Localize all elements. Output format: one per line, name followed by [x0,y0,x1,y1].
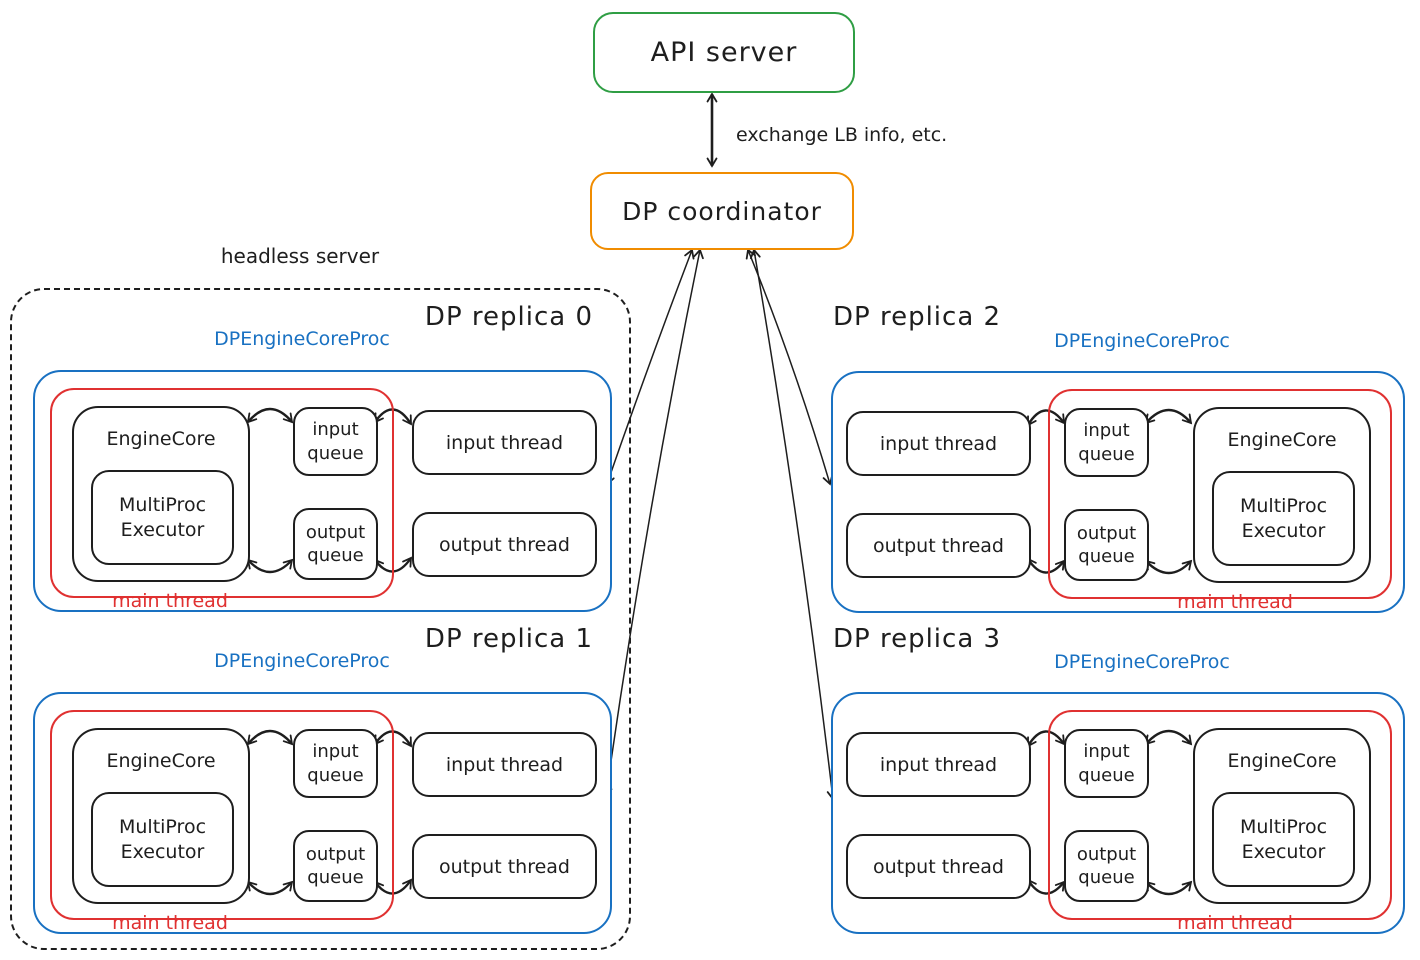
engine-core-label: EngineCore [1227,750,1337,772]
input-thread-label: input thread [445,431,564,454]
output-queue-box: output queue [1064,509,1149,581]
main-thread-box [1048,710,1392,920]
input-thread-label: input thread [879,432,998,455]
main-thread-label: main thread [1177,912,1293,934]
multiproc-executor-box: MultiProc Executor [91,470,234,565]
output-queue-label: output queue [1076,843,1137,888]
input-queue-box: input queue [293,407,378,476]
input-thread-box: input thread [846,411,1031,476]
input-queue-label: input queue [1078,741,1135,786]
input-thread-label: input thread [445,753,564,776]
replica-3-proc-label: DPEngineCoreProc [1054,651,1230,673]
input-queue-label: input queue [1078,420,1135,465]
input-queue-box: input queue [1064,729,1149,798]
main-thread-label: main thread [112,590,228,612]
replica-2-proc-box: EngineCore MultiProc Executor input queu… [831,371,1405,613]
output-thread-label: output thread [873,534,1004,557]
replica-3-proc-box: EngineCore MultiProc Executor input queu… [831,692,1405,934]
replica-1-proc-box: EngineCore MultiProc Executor input queu… [33,692,612,934]
replica-2-title: DP replica 2 [833,302,1002,332]
engine-core-box: EngineCore MultiProc Executor [1193,407,1371,583]
multiproc-executor-label: MultiProc Executor [1239,815,1328,863]
dp-coordinator-label: DP coordinator [622,196,822,226]
api-server-label: API server [650,37,798,68]
input-thread-box: input thread [412,732,597,797]
exchange-info-label: exchange LB info, etc. [736,124,948,146]
input-queue-label: input queue [307,741,364,786]
main-thread-label: main thread [1177,591,1293,613]
main-thread-box [50,710,394,920]
output-thread-label: output thread [439,855,570,878]
api-server-box: API server [593,12,855,93]
output-queue-label: output queue [305,843,366,888]
output-thread-box: output thread [846,834,1031,899]
main-thread-box [50,388,394,598]
coordinator-replica-2-arrow [745,248,834,486]
replica-0-proc-label: DPEngineCoreProc [214,328,390,350]
engine-core-box: EngineCore MultiProc Executor [72,728,250,904]
main-thread-box [1048,389,1392,599]
replica-0-title: DP replica 0 [424,302,593,332]
engine-core-label: EngineCore [106,750,216,772]
engine-core-box: EngineCore MultiProc Executor [1193,728,1371,904]
multiproc-executor-box: MultiProc Executor [1212,792,1355,887]
input-thread-box: input thread [846,732,1031,797]
multiproc-executor-box: MultiProc Executor [1212,471,1355,566]
input-thread-box: input thread [412,410,597,475]
engine-core-label: EngineCore [106,428,216,450]
engine-core-box: EngineCore MultiProc Executor [72,406,250,582]
multiproc-executor-label: MultiProc Executor [1239,494,1328,542]
replica-1-proc-label: DPEngineCoreProc [214,650,390,672]
output-thread-label: output thread [439,533,570,556]
output-thread-box: output thread [412,512,597,577]
output-queue-label: output queue [305,521,366,566]
multiproc-executor-label: MultiProc Executor [118,815,207,863]
output-thread-label: output thread [873,855,1004,878]
input-queue-box: input queue [1064,408,1149,477]
output-queue-box: output queue [293,830,378,902]
multiproc-executor-label: MultiProc Executor [118,493,207,541]
multiproc-executor-box: MultiProc Executor [91,792,234,887]
output-thread-box: output thread [412,834,597,899]
input-queue-box: input queue [293,729,378,798]
headless-server-label: headless server [220,244,380,268]
replica-3-title: DP replica 3 [833,624,1002,654]
replica-0-proc-box: EngineCore MultiProc Executor input queu… [33,370,612,612]
output-queue-box: output queue [1064,830,1149,902]
headless-server-box [10,288,631,950]
coordinator-replica-3-arrow [749,248,838,801]
replica-1-title: DP replica 1 [424,624,593,654]
input-thread-label: input thread [879,753,998,776]
input-queue-label: input queue [307,419,364,464]
replica-2-proc-label: DPEngineCoreProc [1054,330,1230,352]
engine-core-label: EngineCore [1227,429,1337,451]
output-queue-box: output queue [293,508,378,580]
output-thread-box: output thread [846,513,1031,578]
dp-coordinator-box: DP coordinator [590,172,854,250]
main-thread-label: main thread [112,912,228,934]
output-queue-label: output queue [1076,522,1137,567]
